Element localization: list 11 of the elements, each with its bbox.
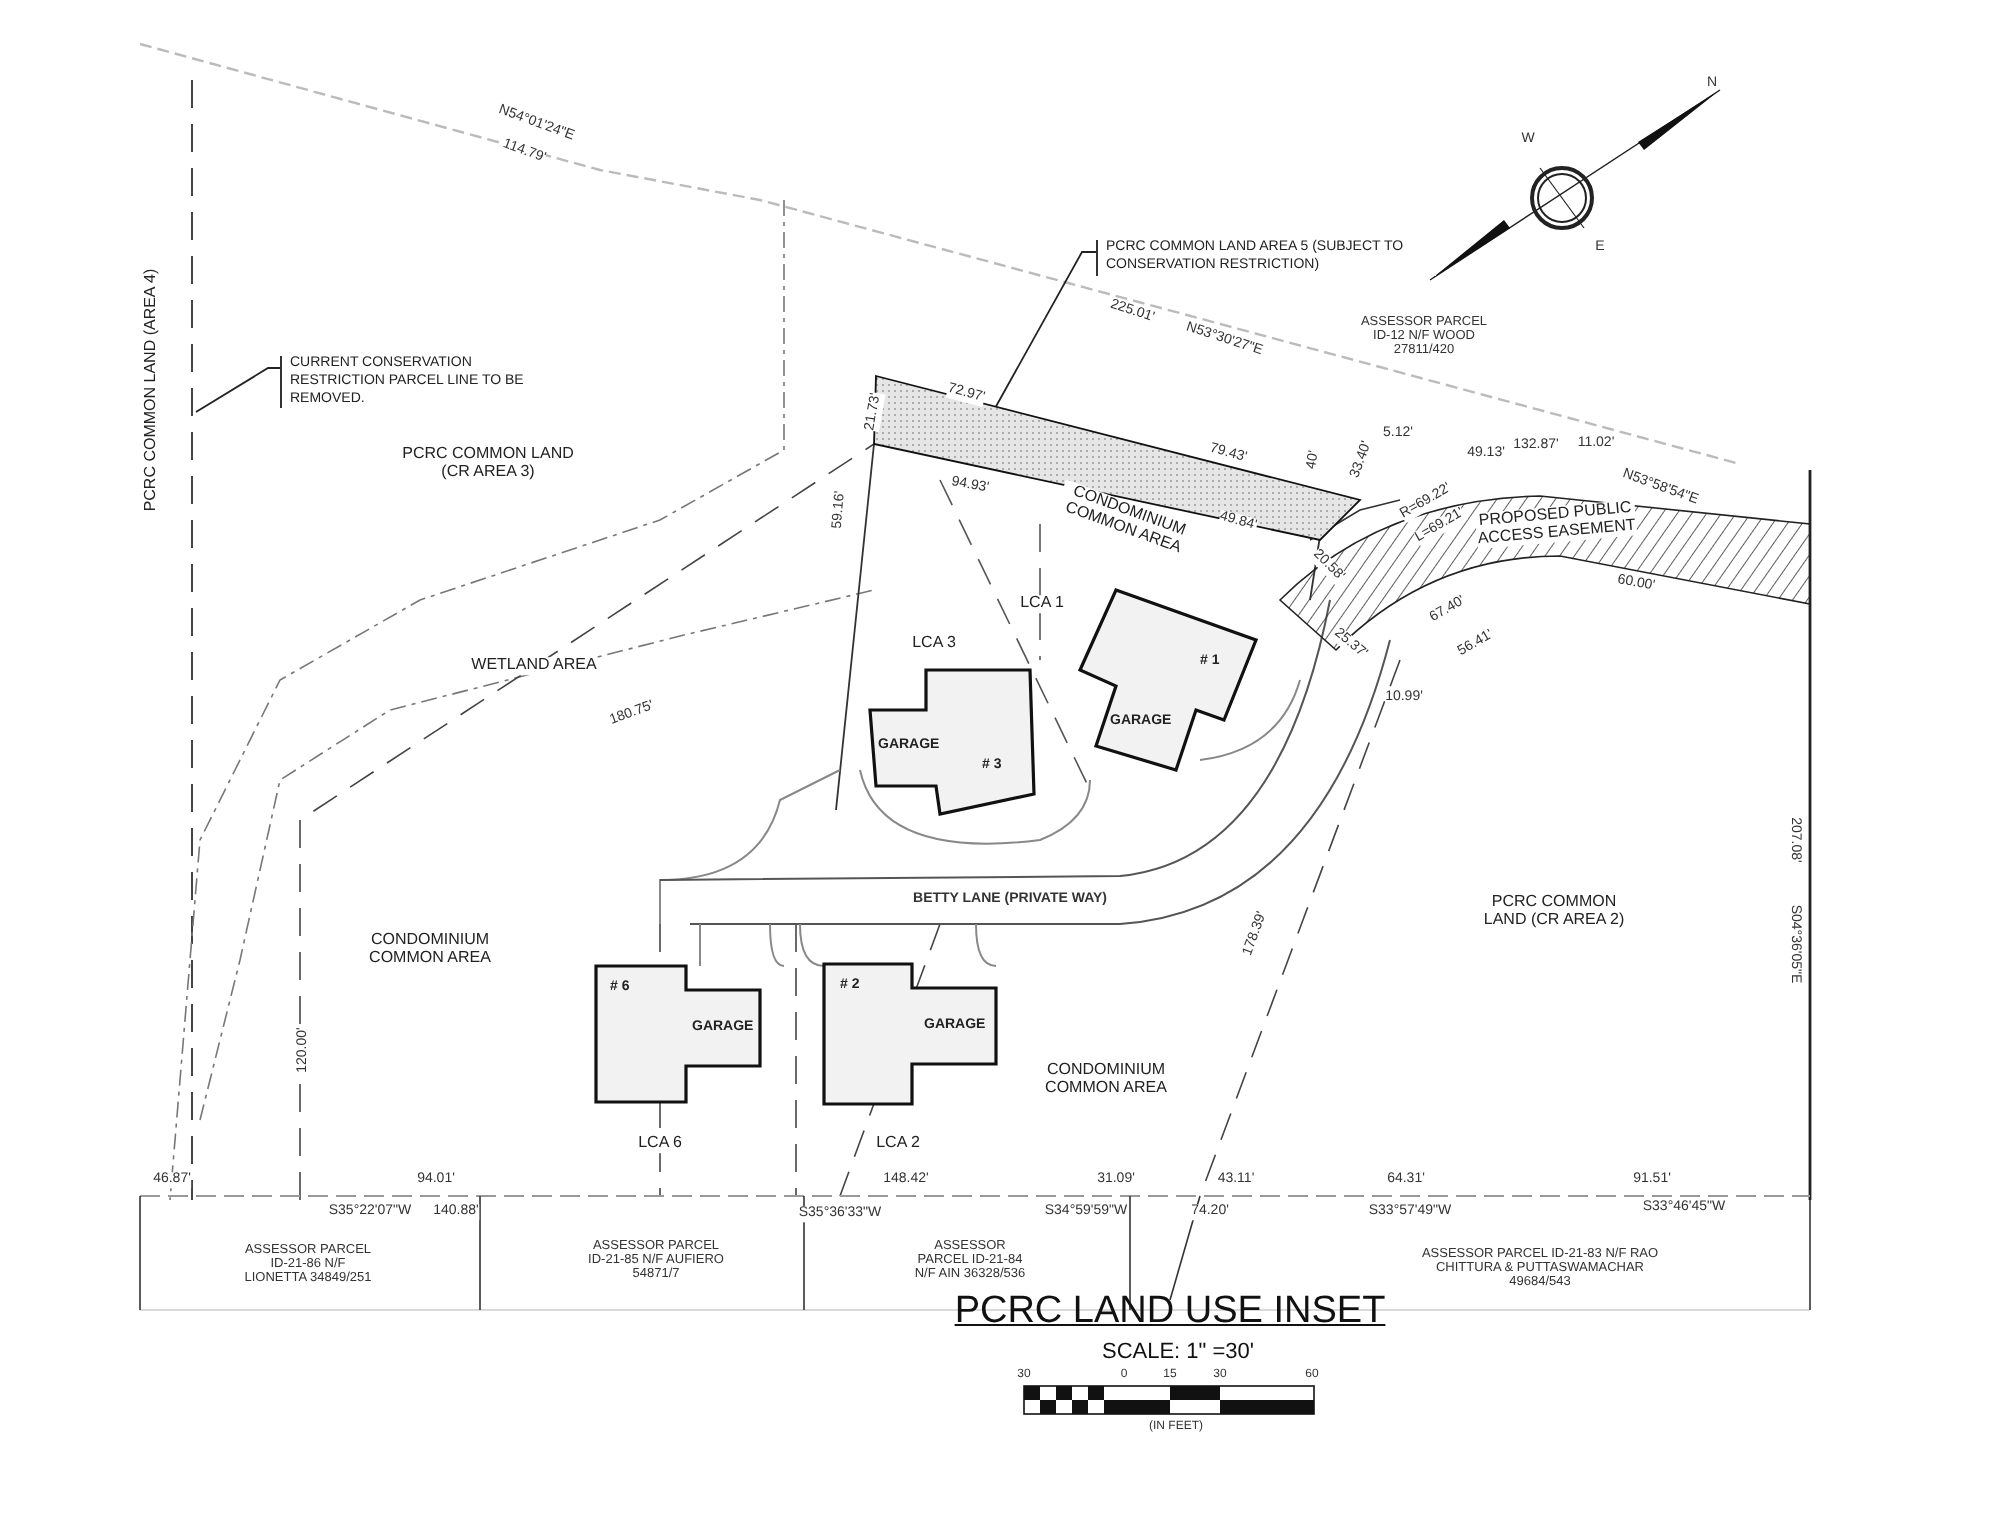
area-label: PCRC COMMON LAND (AREA 4) <box>143 268 161 512</box>
scale-note: SCALE: 1" =30' <box>1101 1339 1255 1365</box>
area-label: LCA 6 <box>638 1135 682 1153</box>
area-label: LCA 3 <box>912 635 956 653</box>
area-label: WETLAND AREA <box>471 657 597 675</box>
leader-line <box>195 367 281 413</box>
leader-line <box>993 251 1097 411</box>
area-label: LCA 2 <box>876 1135 920 1153</box>
drawing-title: PCRC LAND USE INSET <box>954 1290 1386 1334</box>
area-label: LCA 1 <box>1020 595 1064 613</box>
area-label: PCRC COMMON LAND (CR AREA 3) <box>398 446 578 482</box>
